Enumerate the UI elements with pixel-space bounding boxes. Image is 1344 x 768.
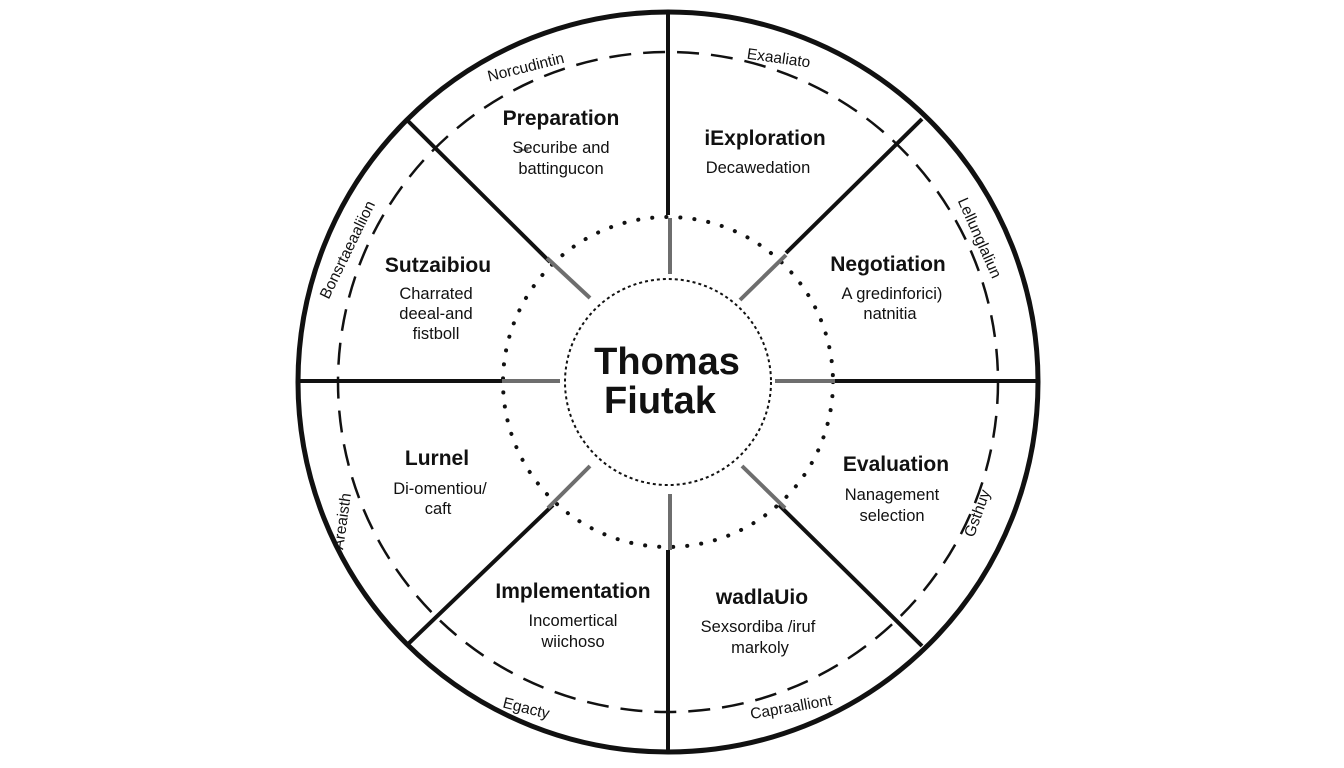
segment-sutzaibiou-desc2: deeal-and bbox=[399, 305, 472, 323]
segment-lurnel-desc2: caft bbox=[425, 500, 452, 518]
segment-sutzaibiou-desc1: Charrated bbox=[399, 285, 472, 303]
segment-exploration-desc1: Decawedation bbox=[706, 159, 811, 177]
segment-evaluation-desc1: Nanagement bbox=[845, 486, 940, 504]
segment-evaluation-title: Evaluation bbox=[843, 453, 949, 476]
segment-negotiation-desc2: natnitia bbox=[863, 305, 917, 323]
segment-wadlauio-desc1: Sexsordiba /iruf bbox=[701, 618, 816, 636]
center-name-line2: Fiutak bbox=[604, 380, 717, 422]
segment-implementation-desc1: Incomertical bbox=[529, 612, 618, 630]
segment-sutzaibiou-desc3: fistboll bbox=[413, 325, 460, 343]
segment-preparation-desc1: S̶ecuribe and bbox=[512, 139, 609, 157]
spoke-top-right bbox=[784, 117, 924, 255]
segment-evaluation-desc2: selection bbox=[859, 507, 924, 525]
segment-wadlauio-title: wadlaUio bbox=[715, 586, 808, 609]
segment-implementation-desc2: wiichoso bbox=[540, 633, 604, 651]
ring-label-top-right: Exaaliato bbox=[746, 46, 812, 72]
inner-spoke-bottom-left bbox=[546, 464, 592, 510]
spoke-bottom-right bbox=[777, 503, 924, 648]
segment-negotiation-desc1: A gredinforici) bbox=[842, 285, 943, 303]
inner-spoke-bottom-right bbox=[740, 464, 787, 510]
ring-label-right-lower: Gsthuy bbox=[961, 487, 994, 539]
center-circle bbox=[564, 278, 772, 486]
segment-wadlauio-desc2: markoly bbox=[731, 639, 790, 657]
inner-spoke-top-right bbox=[738, 253, 788, 302]
segment-lurnel-title: Lurnel bbox=[405, 447, 469, 470]
segment-preparation-desc2: battingucon bbox=[518, 160, 603, 178]
ring-label-left-upper: Bonsrtaeaaliion bbox=[317, 198, 379, 301]
center-name-line1: Thomas bbox=[594, 341, 740, 383]
segment-negotiation-title: Negotiation bbox=[830, 253, 946, 276]
spoke-top-left bbox=[404, 117, 552, 264]
segment-lurnel-desc1: Di-omentiou/ bbox=[393, 480, 487, 498]
spoke-bottom-left bbox=[404, 503, 555, 648]
ring-label-left-lower: Areaisth bbox=[330, 492, 355, 551]
inner-spoke-top-left bbox=[545, 256, 592, 300]
segment-exploration-title: iExploration bbox=[704, 127, 825, 150]
segment-preparation-title: Preparation bbox=[503, 107, 620, 130]
segment-sutzaibiou-title: Sutzaibiou bbox=[385, 254, 491, 277]
segment-implementation-title: Implementation bbox=[495, 580, 650, 603]
